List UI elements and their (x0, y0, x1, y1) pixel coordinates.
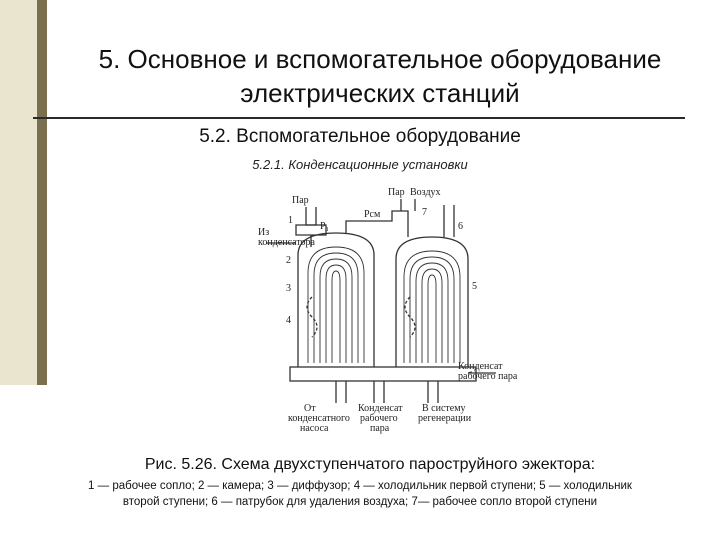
mixing-chamber (295, 224, 327, 236)
subsection-subtitle: 5.2.1. Конденсационные установки (252, 157, 468, 172)
title-divider (33, 117, 685, 119)
ejector-diagram-svg: Пар Пар Воздух Из конденсатора Р₁ Рсм 1 … (258, 187, 518, 434)
label-steam-right: Пар (388, 187, 405, 198)
label-condensate-bottom-3: пара (370, 423, 390, 434)
label-p1: Р₁ (320, 221, 329, 232)
label-condensate-work-2: рабочего пара (458, 371, 518, 382)
figure-legend-line-2: второй ступени; 6 — патрубок для удалени… (122, 496, 598, 508)
label-from-pump-2: конденсатного (288, 413, 350, 424)
first-stage-shell (297, 232, 375, 367)
section-subtitle: 5.2. Вспомогательное оборудование (199, 126, 521, 147)
ejector-diagram: Пар Пар Воздух Из конденсатора Р₁ Рсм 1 … (196, 177, 528, 439)
label-n6: 6 (458, 221, 463, 232)
second-stage-shell (395, 236, 469, 367)
condensate-pipe (373, 381, 385, 403)
label-from-condenser-1: Из (258, 227, 269, 238)
label-condensate-bottom-2: рабочего (360, 413, 398, 424)
label-air: Воздух (410, 187, 441, 198)
air-outlet-pipe (443, 205, 455, 237)
label-n7: 7 (422, 207, 427, 218)
figure-caption: Рис. 5.26. Схема двухступенчатого парост… (144, 456, 596, 473)
slide-title-line-1: 5. Основное и вспомогательное оборудован… (98, 44, 662, 74)
slide-title: 5. Основное и вспомогательное оборудован… (60, 42, 700, 110)
label-n4: 4 (286, 315, 291, 326)
base-collector (289, 366, 477, 382)
label-n2: 2 (286, 255, 291, 266)
label-p-cm: Рсм (364, 209, 381, 220)
figure-legend: 1 — рабочее сопло; 2 — камера; 3 — диффу… (14, 478, 706, 510)
label-from-pump-3: насоса (300, 423, 329, 434)
from-pump-pipe (335, 381, 347, 403)
label-condensate-bottom-1: Конденсат (358, 403, 403, 414)
label-steam-left: Пар (292, 195, 309, 206)
slide-title-line-2: электрических станций (240, 78, 520, 108)
working-nozzle-2 (400, 199, 416, 211)
label-from-pump-1: От (304, 403, 316, 414)
label-condensate-work-1: Конденсат (458, 361, 503, 372)
label-from-condenser-2: конденсатора (258, 237, 316, 248)
left-accent-band (0, 0, 37, 385)
crossover-pipe (345, 210, 409, 237)
left-accent-bar (37, 0, 47, 385)
figure-legend-line-1: 1 — рабочее сопло; 2 — камера; 3 — диффу… (88, 480, 632, 492)
working-nozzle-1 (305, 207, 317, 226)
label-regen-2: регенерации (418, 413, 472, 424)
regen-pipe (427, 381, 439, 403)
label-regen-1: В систему (422, 403, 466, 414)
label-n3: 3 (286, 283, 291, 294)
label-n5: 5 (472, 281, 477, 292)
label-n1: 1 (288, 215, 293, 226)
